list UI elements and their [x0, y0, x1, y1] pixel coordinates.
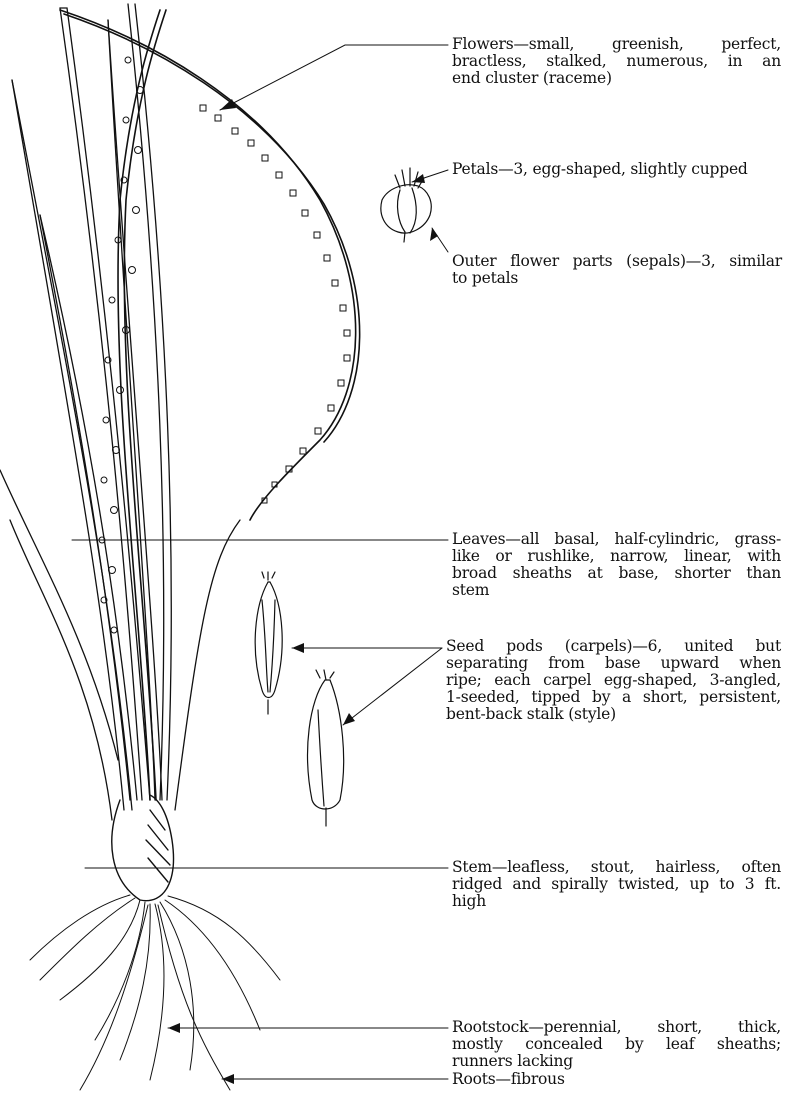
sepals-label: Outer flower parts (sepals)—3, similar t…: [452, 253, 782, 287]
leaves-label: Leaves—all basal, half-cylindric, grass-…: [452, 531, 781, 599]
raceme-flowers: [200, 105, 350, 503]
leaf-blade: [12, 80, 132, 810]
seed-pods-label-line: Seed pods (carpels)—6, united but: [446, 638, 781, 655]
stem-label: Stem—leafless, stout, hairless, often ri…: [452, 859, 781, 910]
seed-pods-label: Seed pods (carpels)—6, united but separa…: [446, 638, 781, 723]
roots-label-line: Roots—fibrous: [452, 1071, 781, 1088]
leaf-blades: [0, 4, 240, 820]
roots-label: Roots—fibrous: [452, 1071, 781, 1088]
flowers-label-line: Flowers—small, greenish, perfect,: [452, 36, 781, 53]
flowers-label-line: end cluster (raceme): [452, 70, 781, 87]
petals-label-line: Petals—3, egg-shaped, slightly cupped: [452, 161, 782, 178]
leader-flowers: [220, 45, 448, 110]
leaves-label-line: broad sheaths at base, shorter than: [452, 565, 781, 582]
leader-pods-2: [343, 648, 442, 725]
stem-label-line: Stem—leafless, stout, hairless, often: [452, 859, 781, 876]
flowers-label-line: bractless, stalked, numerous, in an: [452, 53, 781, 70]
stem-label-line: ridged and spirally twisted, up to 3 ft.: [452, 876, 781, 893]
rootstock-bulb: [112, 795, 174, 901]
flower-detail-petal: [410, 188, 416, 233]
sepals-label-line: Outer flower parts (sepals)—3, similar: [452, 253, 782, 270]
rootstock-label: Rootstock—perennial, short, thick, mostl…: [452, 1019, 781, 1070]
leaf-blade: [175, 520, 240, 810]
flowers-label: Flowers—small, greenish, perfect, bractl…: [452, 36, 781, 87]
stem: [60, 10, 360, 800]
sepals-label-line: to petals: [452, 270, 782, 287]
flower-detail-body: [381, 185, 431, 233]
leaves-label-line: stem: [452, 582, 781, 599]
leaves-label-line: like or rushlike, narrow, linear, with: [452, 548, 781, 565]
arrow-pods-2: [343, 713, 355, 725]
leaf-blade: [10, 520, 112, 820]
stem-line: [124, 10, 166, 800]
arrow-rootstock: [168, 1023, 180, 1033]
stem-label-line: high: [452, 893, 781, 910]
flower-detail-petal: [398, 190, 405, 232]
roots: [30, 895, 280, 1090]
arrow-pods-1: [292, 643, 304, 653]
seed-pod-detail-1: [255, 572, 282, 714]
petals-label: Petals—3, egg-shaped, slightly cupped: [452, 161, 782, 178]
leader-lines: [72, 45, 448, 1079]
leaves-label-line: Leaves—all basal, half-cylindric, grass-: [452, 531, 781, 548]
arrow-petals: [412, 174, 425, 183]
arrow-sepals: [430, 228, 438, 241]
seed-pod-detail-2: [308, 670, 344, 826]
arrow-roots: [222, 1074, 234, 1084]
leaf-blade: [12, 80, 124, 810]
rootstock-label-line: runners lacking: [452, 1053, 781, 1070]
rootstock-label-line: Rootstock—perennial, short, thick,: [452, 1019, 781, 1036]
seed-pods-label-line: separating from base upward when: [446, 655, 781, 672]
bulb-outline: [112, 795, 174, 901]
seed-pods-label-line: ripe; each carpel egg-shaped, 3-angled,: [446, 672, 781, 689]
bulb-shading: [146, 810, 170, 882]
rootstock-label-line: mostly concealed by leaf sheaths;: [452, 1036, 781, 1053]
raceme-stalk: [64, 14, 360, 442]
seed-pods-label-line: 1-seeded, tipped by a short, persistent,: [446, 689, 781, 706]
seed-pods-label-line: bent-back stalk (style): [446, 706, 781, 723]
